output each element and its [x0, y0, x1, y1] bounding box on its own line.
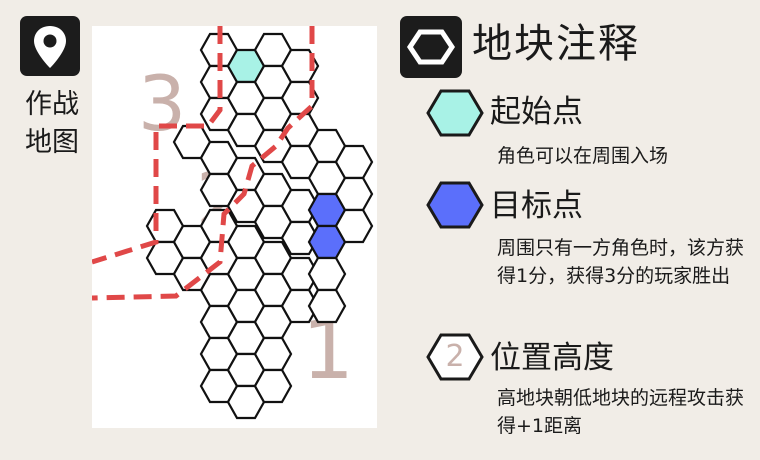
target-point-title: 目标点: [490, 188, 583, 224]
map-hex: [334, 176, 374, 212]
height-swatch: 2: [426, 332, 484, 382]
start-point-swatch: [426, 88, 484, 142]
height-badge-number: 2: [445, 339, 465, 374]
map-label: 作战地图: [25, 89, 79, 158]
height-desc: 高地块朝低地块的远程攻击获得+1距离: [497, 387, 745, 437]
hex-map: 321: [92, 26, 374, 420]
map-hex: [253, 336, 293, 372]
map-hex: [280, 288, 320, 324]
zone-boundary: [92, 26, 223, 265]
map-hex: [199, 208, 239, 244]
legend-title: 地块注释: [472, 21, 640, 67]
map-hex: [253, 368, 293, 404]
map-hex: [307, 256, 347, 292]
map-hex: [334, 208, 374, 244]
target-point-desc: 周围只有一方角色时，该方获得1分，获得3分的玩家胜出: [497, 237, 745, 287]
map-hex: [199, 240, 239, 276]
height-title: 位置高度: [490, 340, 614, 376]
start-point-desc: 角色可以在周围入场: [497, 145, 669, 167]
map-hex: [307, 288, 347, 324]
target-point-swatch: [426, 180, 484, 234]
hexagon-icon: [400, 16, 462, 78]
battle-map: 321: [92, 26, 377, 428]
map-hex: [334, 144, 374, 180]
map-pin-icon: [20, 16, 80, 76]
start-point-title: 起始点: [490, 94, 583, 130]
zone-boundary: [92, 26, 315, 301]
map-hex: [280, 220, 320, 256]
